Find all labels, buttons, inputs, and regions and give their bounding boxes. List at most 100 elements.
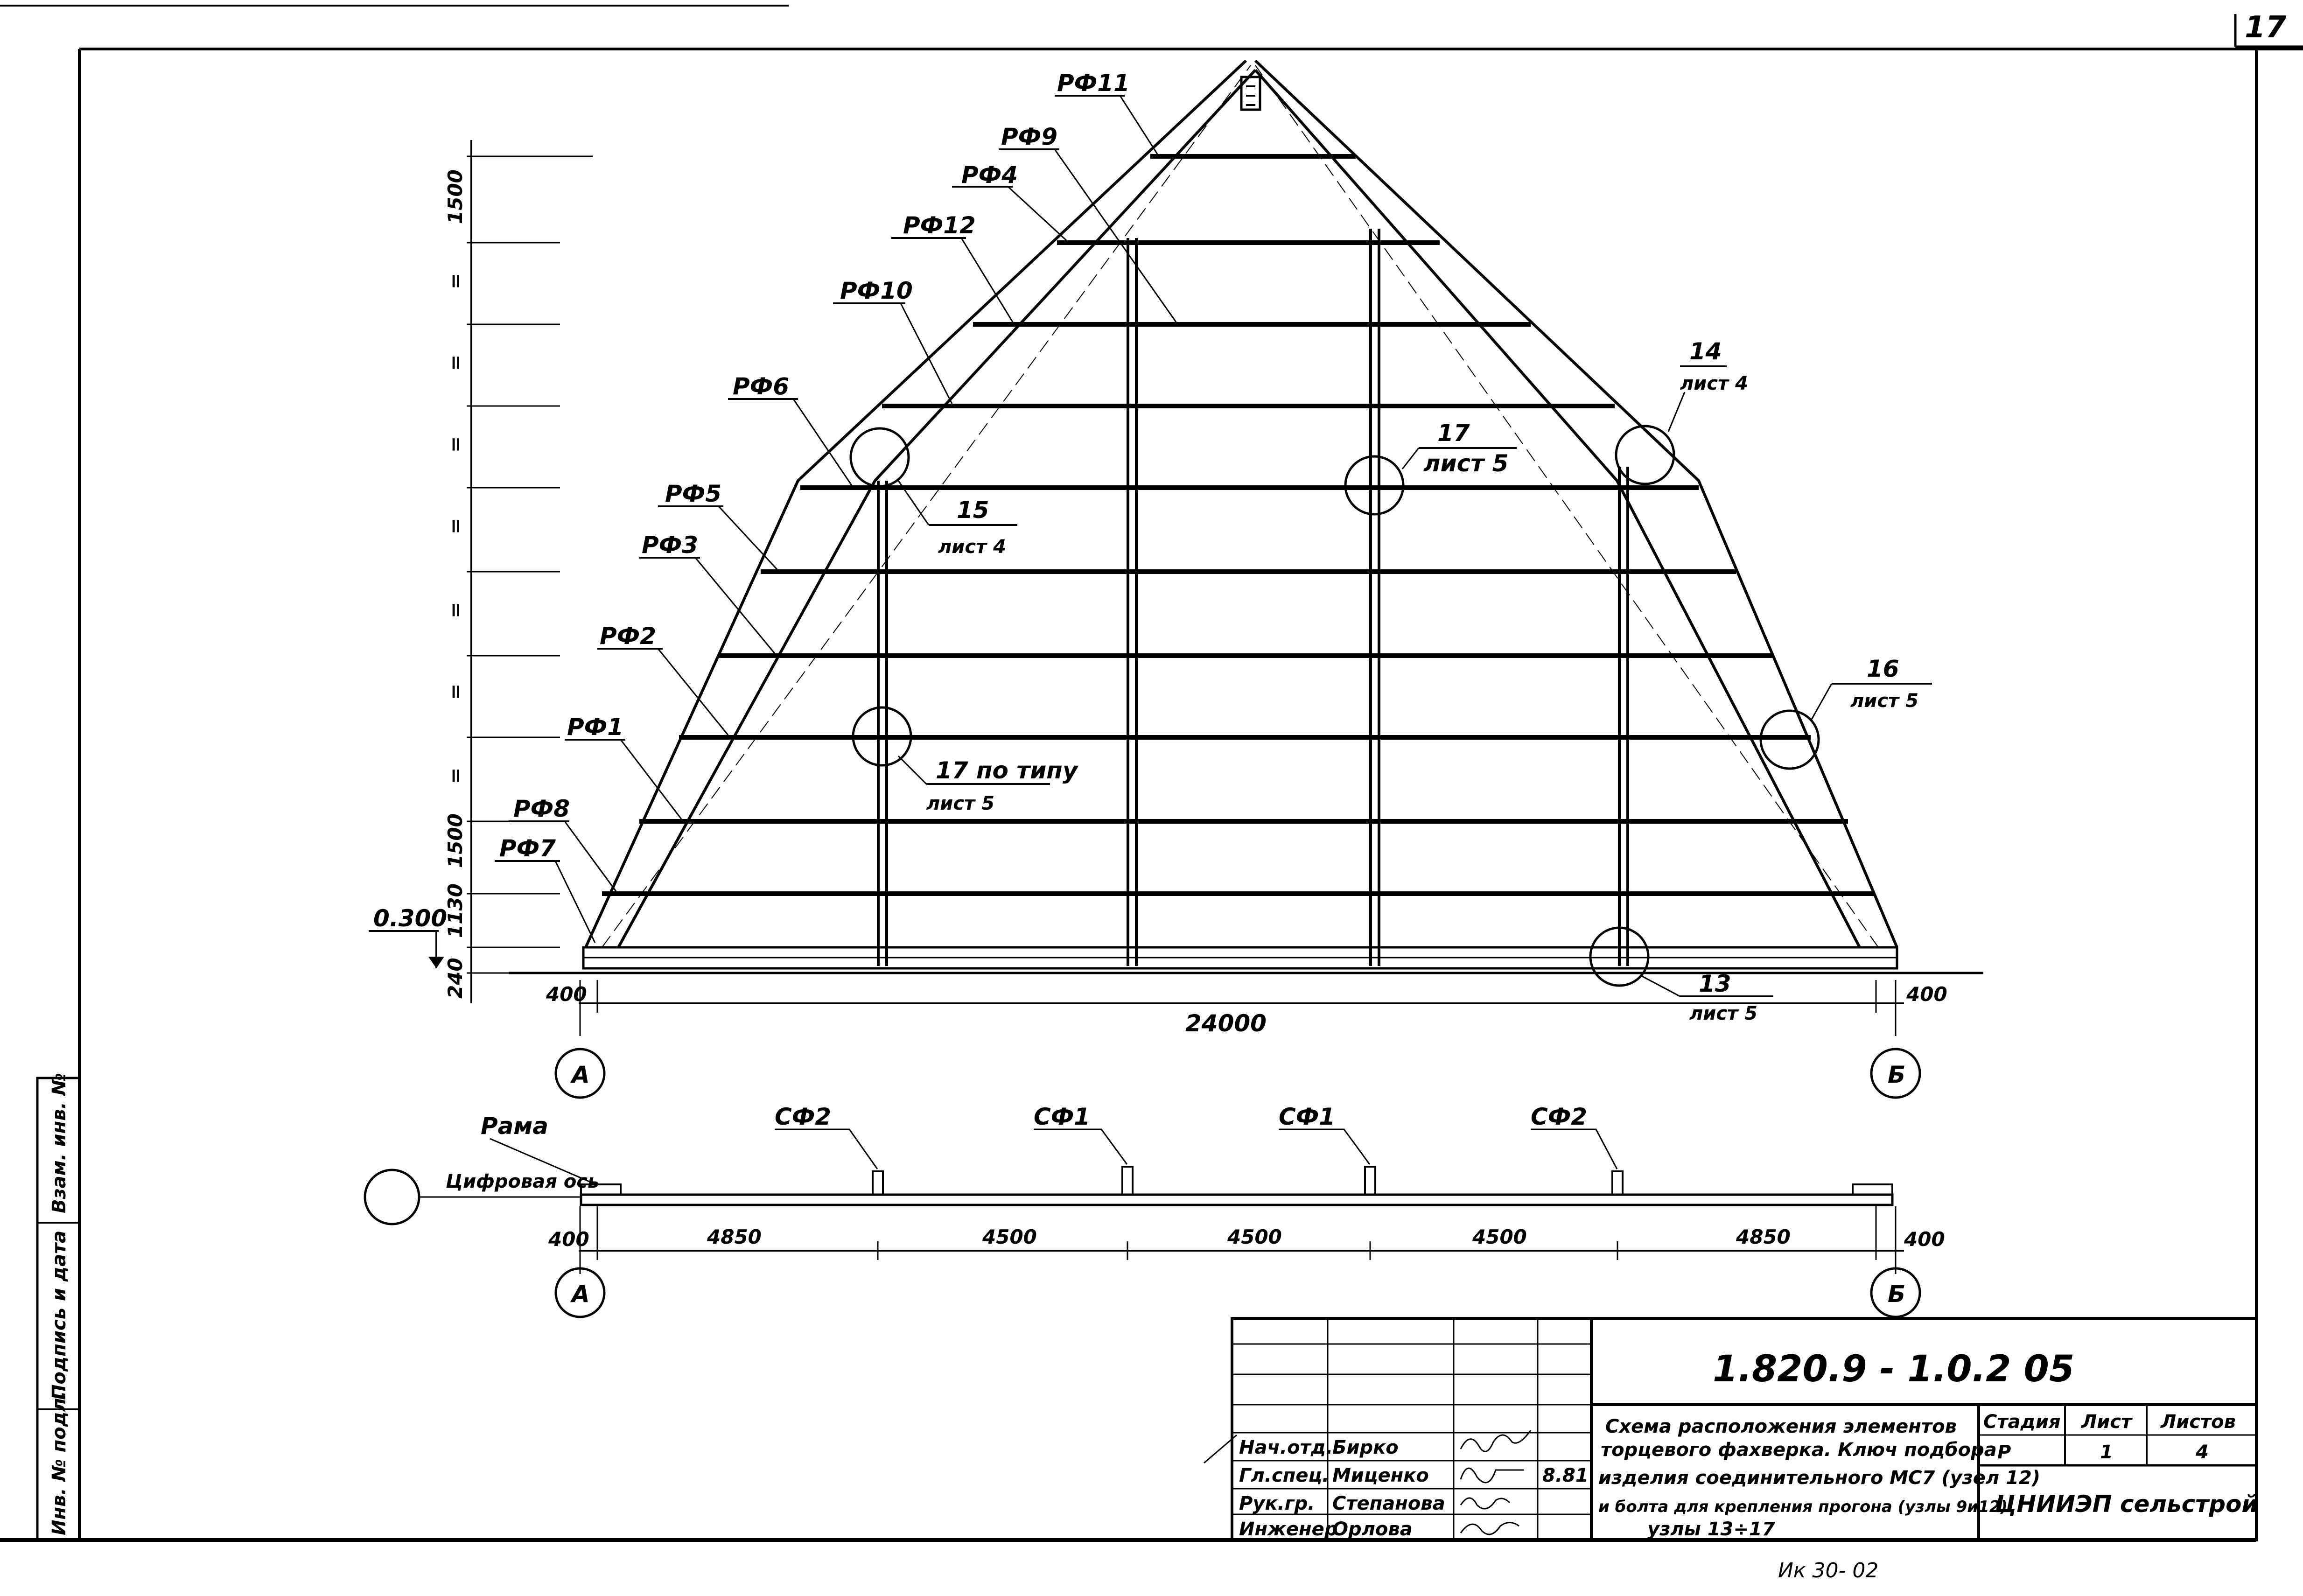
node-13-num: 13 (1699, 970, 1731, 997)
node-15-sheet: лист 4 (938, 536, 1006, 558)
title-line-1: торцевого фахверка. Ключ подбора (1601, 1439, 1997, 1461)
node-13-sheet: лист 5 (1689, 1003, 1757, 1024)
gable-plan: Рама СФ2 СФ1 СФ1 СФ2 Цифровая ось 400 48… (364, 1103, 1945, 1318)
label-rf4: РФ4 (961, 161, 1018, 189)
role-2: Рук.гр. (1239, 1493, 1315, 1514)
signatures (1460, 1430, 1532, 1535)
title-line-4: узлы 13÷17 (1647, 1519, 1775, 1540)
node-17-typ-sheet: лист 5 (926, 793, 994, 814)
name-2: Степанова (1332, 1493, 1445, 1514)
label-rf3: РФ3 (642, 532, 698, 559)
plan-dim-2: 4500 (982, 1225, 1037, 1248)
name-1: Миценко (1332, 1465, 1429, 1486)
page-number: 17 (2245, 10, 2287, 45)
plan-post-3: СФ2 (1531, 1103, 1587, 1130)
gable-dim-right: 400 (1906, 983, 1947, 1006)
axis-b-plan: Б (1888, 1281, 1905, 1308)
label-rf5: РФ5 (665, 480, 721, 507)
gable-dim-left: 400 (546, 983, 587, 1006)
date: 8.81 (1542, 1465, 1589, 1486)
title-block: 1.820.9 - 1.0.2 05 Схема расположения эл… (1204, 1317, 2258, 1541)
plan-dim-1: 4850 (707, 1225, 762, 1248)
node-16-num: 16 (1867, 655, 1899, 682)
node-14-sheet: лист 4 (1680, 373, 1748, 394)
vdim-3: = (444, 436, 467, 453)
stamp-sign-label: Подпись и дата (49, 1231, 70, 1400)
ridge-joint (1240, 76, 1261, 111)
plan-frame-right (1852, 1183, 1893, 1196)
name-3: Орлова (1332, 1519, 1413, 1540)
node-17-sheet: лист 5 (1423, 450, 1508, 477)
organization: ЦНИИЭП сельстрой (1995, 1491, 2258, 1518)
elevation-mark: 0.300 (369, 905, 447, 968)
gable-elevation: РФ11 РФ9 РФ4 РФ12 РФ10 РФ6 РФ5 РФ3 РФ2 Р… (369, 59, 1983, 1099)
label-rf7: РФ7 (499, 835, 556, 862)
label-rf11: РФ11 (1057, 70, 1130, 97)
posts (877, 229, 1629, 966)
vdim-2: = (444, 355, 467, 371)
sheet-value: 1 (2100, 1442, 2113, 1463)
node-circles (849, 425, 1820, 987)
plan-frame-label: Рама (481, 1113, 548, 1140)
plan-dim-0: 400 (548, 1228, 589, 1251)
vdim-11: 1130 (444, 883, 467, 938)
stamp-inv-label: Инв. № подл. (49, 1391, 70, 1535)
role-3: Инженер (1239, 1519, 1337, 1540)
plan-dim-4: 4500 (1472, 1225, 1527, 1248)
plan-post-1: СФ1 (1034, 1103, 1090, 1130)
label-rf2: РФ2 (600, 623, 656, 650)
title-line-2: изделия соединительного МС7 (узел 12) (1598, 1467, 2040, 1489)
node-16-sheet: лист 5 (1850, 690, 1918, 712)
plan-dim-6: 400 (1904, 1228, 1945, 1251)
sheet-header: Лист (2081, 1411, 2133, 1433)
label-rf10: РФ10 (840, 277, 913, 304)
base-beam (509, 946, 1983, 974)
sheets-header: Листов (2160, 1411, 2236, 1433)
drawing-code: 1.820.9 - 1.0.2 05 (1713, 1348, 2074, 1390)
vdim-4: = (444, 518, 467, 534)
plan-dim-5: 4850 (1736, 1225, 1791, 1248)
name-0: Бирко (1332, 1437, 1399, 1458)
label-rf8: РФ8 (513, 795, 570, 822)
stage-header: Стадия (1983, 1411, 2061, 1433)
label-rf1: РФ1 (567, 714, 623, 741)
rafter-right (1254, 59, 1898, 948)
axis-a-plan: А (570, 1281, 590, 1308)
vdim-7: = (444, 768, 467, 784)
sheets-value: 4 (2195, 1442, 2209, 1463)
vertical-dimension-chain: 1500 = = = = = = = 1500 1130 240 (444, 140, 593, 1003)
role-1: Гл.спец. (1239, 1465, 1329, 1486)
rafter-left (584, 59, 1257, 948)
vdim-6: = (444, 684, 467, 700)
truss-labels: РФ11 РФ9 РФ4 РФ12 РФ10 РФ6 РФ5 РФ3 РФ2 Р… (495, 70, 1177, 943)
purlins (602, 154, 1874, 896)
axis-b-gable: Б (1888, 1061, 1905, 1088)
gable-bottom-dimension: 400 24000 400 А Б (546, 980, 1947, 1099)
role-0: Нач.отд. (1239, 1437, 1333, 1458)
node-17-num: 17 (1437, 420, 1470, 447)
title-line-3: и болта для крепления прогона (узлы 9и12… (1598, 1498, 2008, 1516)
plan-post-2: СФ1 (1279, 1103, 1335, 1130)
sheet-frame: 17 (0, 5, 2303, 1542)
digital-axis-label: Цифровая ось (446, 1171, 599, 1192)
vdim-10: 1500 (444, 813, 467, 868)
label-rf9: РФ9 (1001, 123, 1057, 150)
plan-frame-left (580, 1183, 622, 1196)
node-14-num: 14 (1689, 338, 1722, 365)
node-17-typ-num: 17 по типу (936, 757, 1079, 784)
label-rf12: РФ12 (903, 212, 976, 239)
node-ref-labels: 14 лист 4 17 лист 5 15 лист 4 16 лист 5 … (897, 338, 1932, 1024)
label-rf6: РФ6 (733, 373, 789, 400)
side-stamp: Инв. № подл. Подпись и дата Взам. инв. № (36, 1073, 81, 1541)
node-15-num: 15 (957, 497, 989, 524)
vdim-12: 240 (444, 958, 467, 999)
gable-dim-span: 24000 (1185, 1010, 1267, 1037)
title-line-0: Схема расположения элементов (1605, 1416, 1957, 1437)
bottom-note: Ик 30- 02 (1778, 1559, 1878, 1582)
elevation-mark-value: 0.300 (373, 905, 447, 932)
stage-value: Р (1997, 1442, 2011, 1463)
axis-a-gable: А (570, 1061, 590, 1088)
stamp-replace-label: Взам. инв. № (49, 1073, 70, 1213)
plan-post-0: СФ2 (775, 1103, 831, 1130)
